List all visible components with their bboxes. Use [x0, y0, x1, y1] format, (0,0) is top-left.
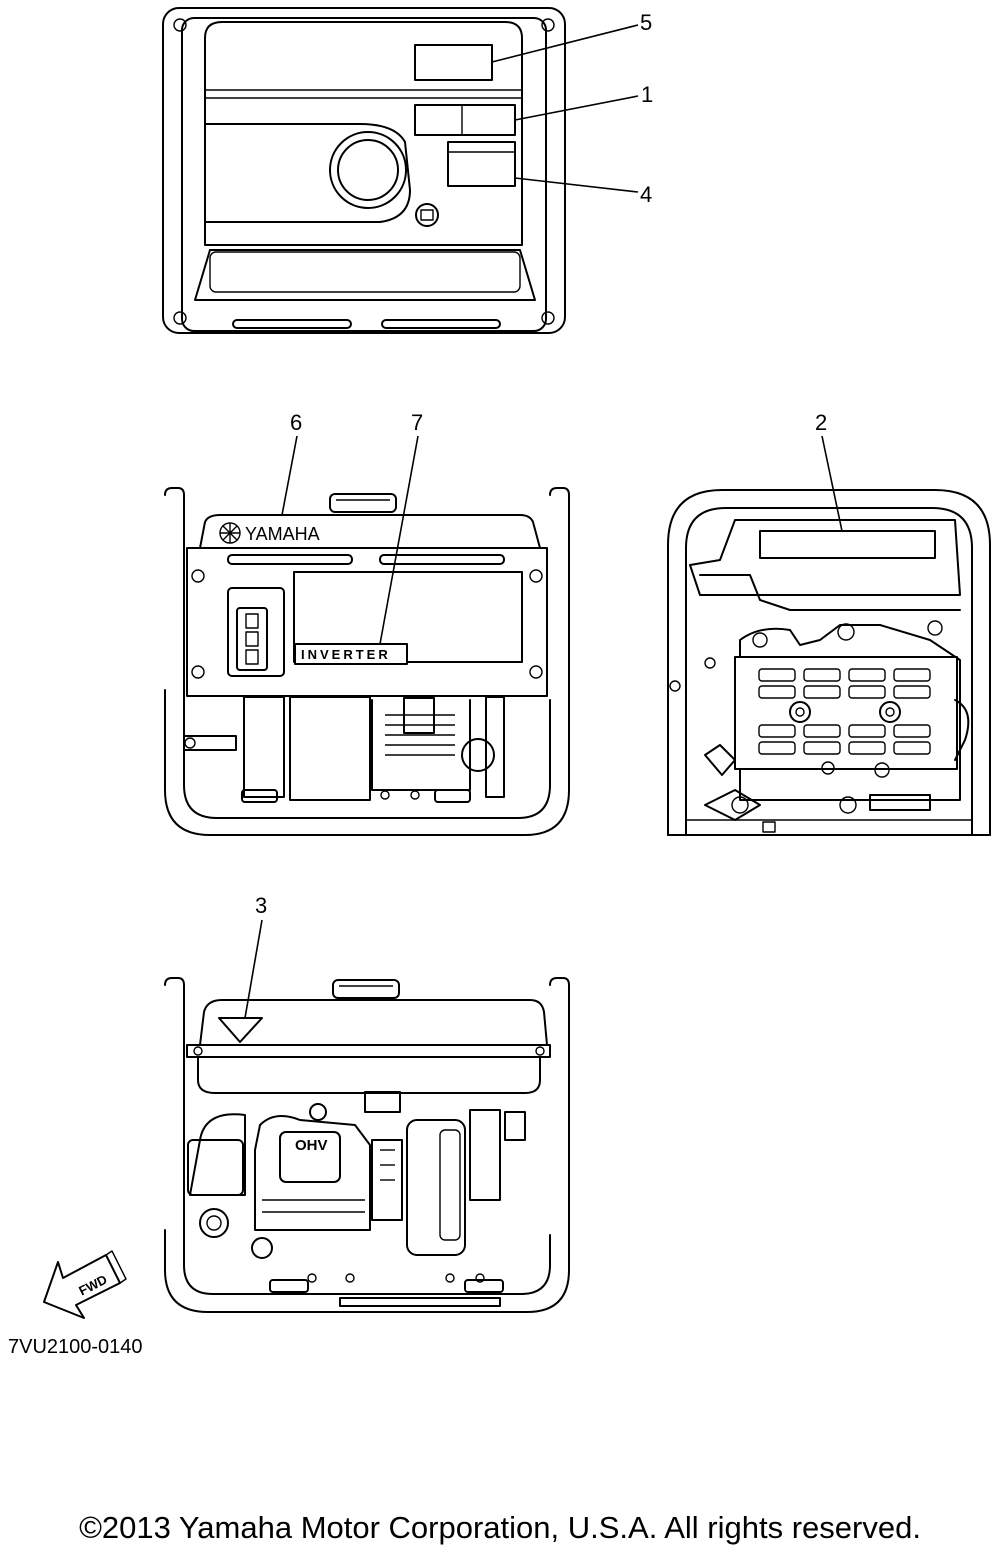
yamaha-brand-text: YAMAHA: [245, 524, 320, 544]
vent-slots: [758, 668, 931, 755]
fwd-arrow-icon: FWD: [43, 1250, 127, 1319]
inverter-decal: [294, 643, 408, 665]
side-cover-plate: [734, 656, 958, 770]
side-view-generator: [667, 489, 991, 836]
decal-5: [414, 44, 493, 81]
inverter-text: INVERTER: [301, 647, 391, 662]
decal-3: [218, 1017, 263, 1043]
part-code: 7VU2100-0140: [8, 1336, 143, 1358]
callout-1: 1: [641, 82, 653, 107]
callout-5: 5: [640, 10, 652, 35]
top-view-generator: [162, 7, 566, 334]
leader-lines: [244, 24, 843, 1019]
ohv-text: OHV: [295, 1137, 328, 1154]
decal-4: [447, 141, 516, 187]
decal-2: [759, 530, 936, 559]
decal-1: [414, 104, 516, 136]
callout-6: 6: [290, 410, 302, 435]
callout-4: 4: [640, 182, 652, 207]
callout-7: 7: [411, 410, 423, 435]
copyright-notice: ©2013 Yamaha Motor Corporation, U.S.A. A…: [79, 1510, 921, 1545]
control-panel-view: YAMAHA INVERTER: [164, 487, 570, 836]
callout-3: 3: [255, 893, 267, 918]
engine-view: OHV: [164, 977, 570, 1313]
callout-2: 2: [815, 410, 827, 435]
